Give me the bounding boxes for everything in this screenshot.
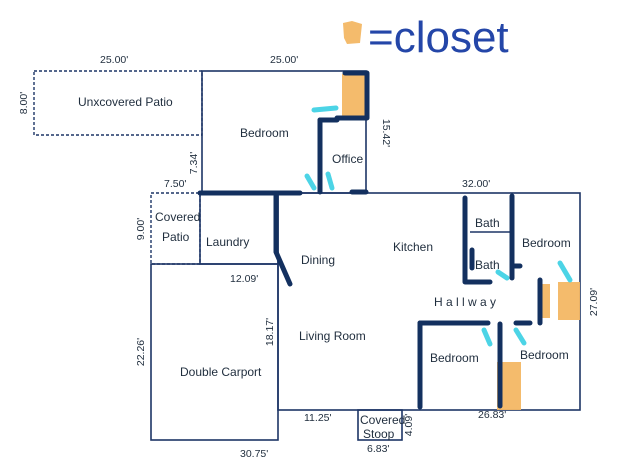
dim-right-side-depth: 27.09' — [588, 288, 600, 316]
dim-laundry-width: 12.09' — [230, 273, 258, 285]
wall-dining-left — [273, 193, 293, 287]
dim-patio-width: 25.00' — [100, 54, 128, 66]
stoop-outline — [357, 409, 403, 441]
dim-patio-depth: 8.00' — [18, 92, 30, 114]
door-hallway-right — [557, 260, 573, 283]
dim-living-depth: 18.17' — [264, 318, 276, 346]
room-office: Office — [332, 152, 363, 166]
covered-patio-outline — [150, 192, 201, 265]
room-labels: Unxcovered Patio Bedroom Office Covered … — [78, 95, 571, 441]
closet-hallway-right — [558, 282, 580, 320]
room-living-room: Living Room — [299, 329, 366, 343]
wall-top-bedroom — [334, 70, 370, 121]
room-dining: Dining — [301, 253, 335, 267]
door-office-right — [325, 171, 335, 191]
closet-bedroom-top — [342, 74, 366, 118]
wall-bath-left — [462, 195, 493, 285]
dim-carport-depth: 22.26' — [135, 338, 147, 366]
door-bedroom-top — [311, 105, 339, 113]
dim-bedroom-side: 7.34' — [188, 152, 200, 174]
room-bedroom-bottom-right: Bedroom — [520, 348, 569, 362]
dim-stoop-width: 6.83' — [367, 443, 389, 455]
closet-bedroom-right — [540, 284, 550, 318]
door-bath — [495, 269, 510, 281]
carport-outline — [150, 263, 279, 441]
dim-bottom-right-width: 26.83' — [478, 409, 506, 421]
walls — [197, 70, 543, 410]
room-covered-stoop-2: Stoop — [363, 427, 395, 441]
dim-house-right-width: 32.00' — [462, 178, 490, 190]
room-covered-stoop-1: Covered — [360, 413, 405, 427]
room-uncovered-patio: Unxcovered Patio — [78, 95, 173, 109]
door-office-left — [304, 173, 317, 191]
room-covered-patio-1: Covered — [155, 210, 200, 224]
room-laundry: Laundry — [206, 235, 249, 249]
room-bedroom-right-top: Bedroom — [522, 236, 571, 250]
door-bedroom-mid — [481, 327, 493, 347]
laundry-outline — [199, 192, 279, 265]
room-double-carport: Double Carport — [180, 365, 262, 379]
room-covered-patio-2: Patio — [162, 230, 190, 244]
dimension-labels: 25.00' 25.00' 8.00' 15.42' 7.34' 7.50' 3… — [18, 54, 600, 460]
door-bedroom-right — [513, 327, 527, 346]
room-kitchen: Kitchen — [393, 240, 433, 254]
dim-covered-patio-width: 7.50' — [164, 178, 186, 190]
doors — [304, 105, 573, 347]
room-hallway: H a l l w a y — [434, 295, 496, 309]
dim-covered-patio-depth: 9.00' — [135, 218, 147, 240]
dim-carport-width: 30.75' — [240, 448, 268, 460]
room-bedroom-bottom-mid: Bedroom — [430, 351, 479, 365]
legend-label: =closet — [368, 13, 509, 62]
room-bath-2: Bath — [475, 258, 500, 272]
dim-office-depth: 15.42' — [380, 119, 392, 147]
closet-swatch — [343, 21, 362, 44]
dim-stoop-depth: 4.09' — [403, 414, 415, 436]
dim-bedroom-width: 25.00' — [270, 54, 298, 66]
room-bedroom-top: Bedroom — [240, 126, 289, 140]
main-house-outline — [277, 192, 581, 411]
legend: =closet — [343, 13, 509, 62]
room-bath-1: Bath — [475, 216, 500, 230]
dim-stoop-left: 11.25' — [304, 412, 332, 424]
